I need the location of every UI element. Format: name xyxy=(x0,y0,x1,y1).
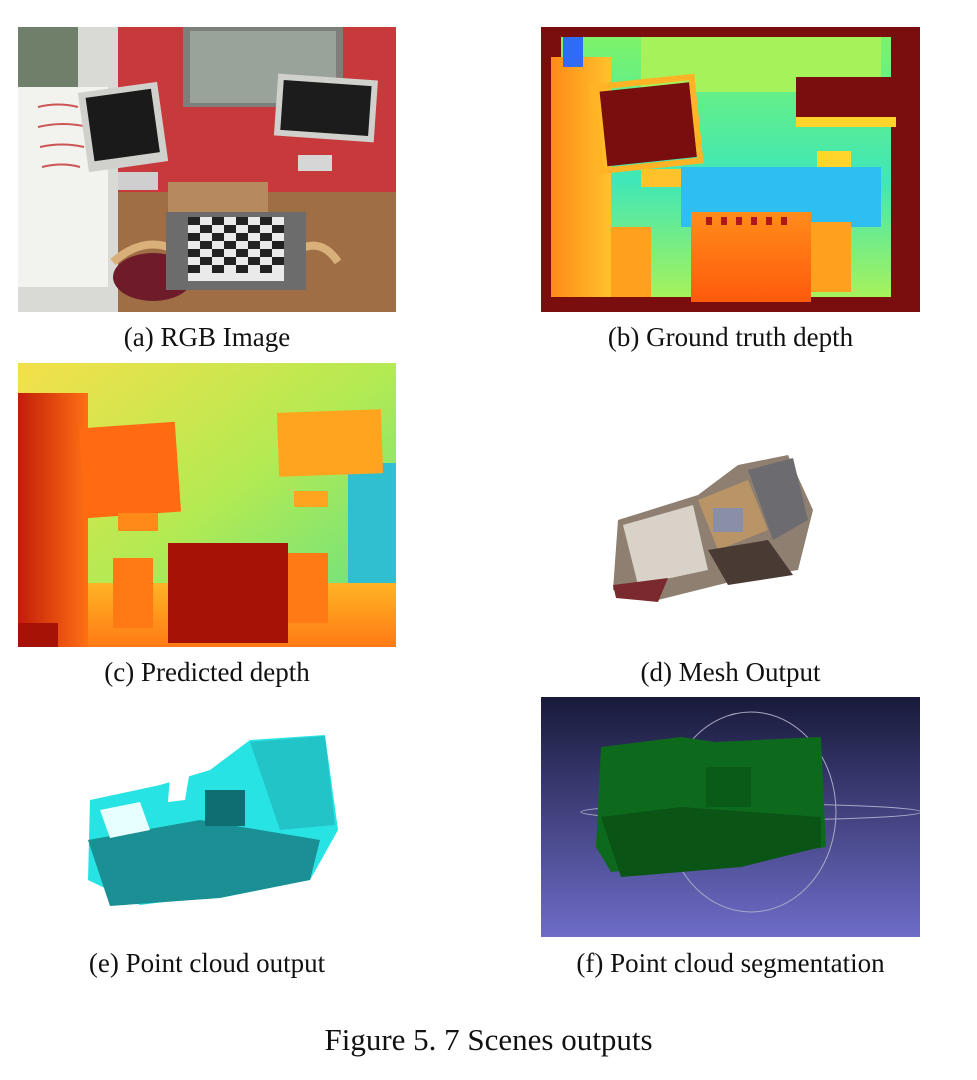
caption-ground-truth-depth: (b) Ground truth depth xyxy=(607,322,854,352)
panel-rgb-image xyxy=(18,27,396,312)
figure-caption: Figure 5. 7 Scenes outputs xyxy=(324,1022,653,1057)
predicted-depth-map xyxy=(18,363,396,647)
point-cloud-render xyxy=(88,735,338,906)
panel-predicted-depth xyxy=(18,363,396,647)
point-cloud-segmentation-render xyxy=(541,697,920,937)
ground-truth-depth-map xyxy=(541,27,920,312)
panel-ground-truth-depth xyxy=(541,27,920,312)
caption-mesh-output: (d) Mesh Output xyxy=(640,657,821,687)
caption-rgb-image: (a) RGB Image xyxy=(123,322,291,352)
panel-point-cloud-segmentation xyxy=(541,697,920,937)
caption-predicted-depth: (c) Predicted depth xyxy=(104,657,310,687)
panel-point-cloud-output xyxy=(80,730,345,910)
panel-mesh-output xyxy=(598,450,820,610)
caption-point-cloud-segmentation: (f) Point cloud segmentation xyxy=(576,948,885,978)
caption-point-cloud-output: (e) Point cloud output xyxy=(88,948,326,978)
rgb-image xyxy=(18,27,396,312)
mesh-output-render xyxy=(613,455,813,602)
